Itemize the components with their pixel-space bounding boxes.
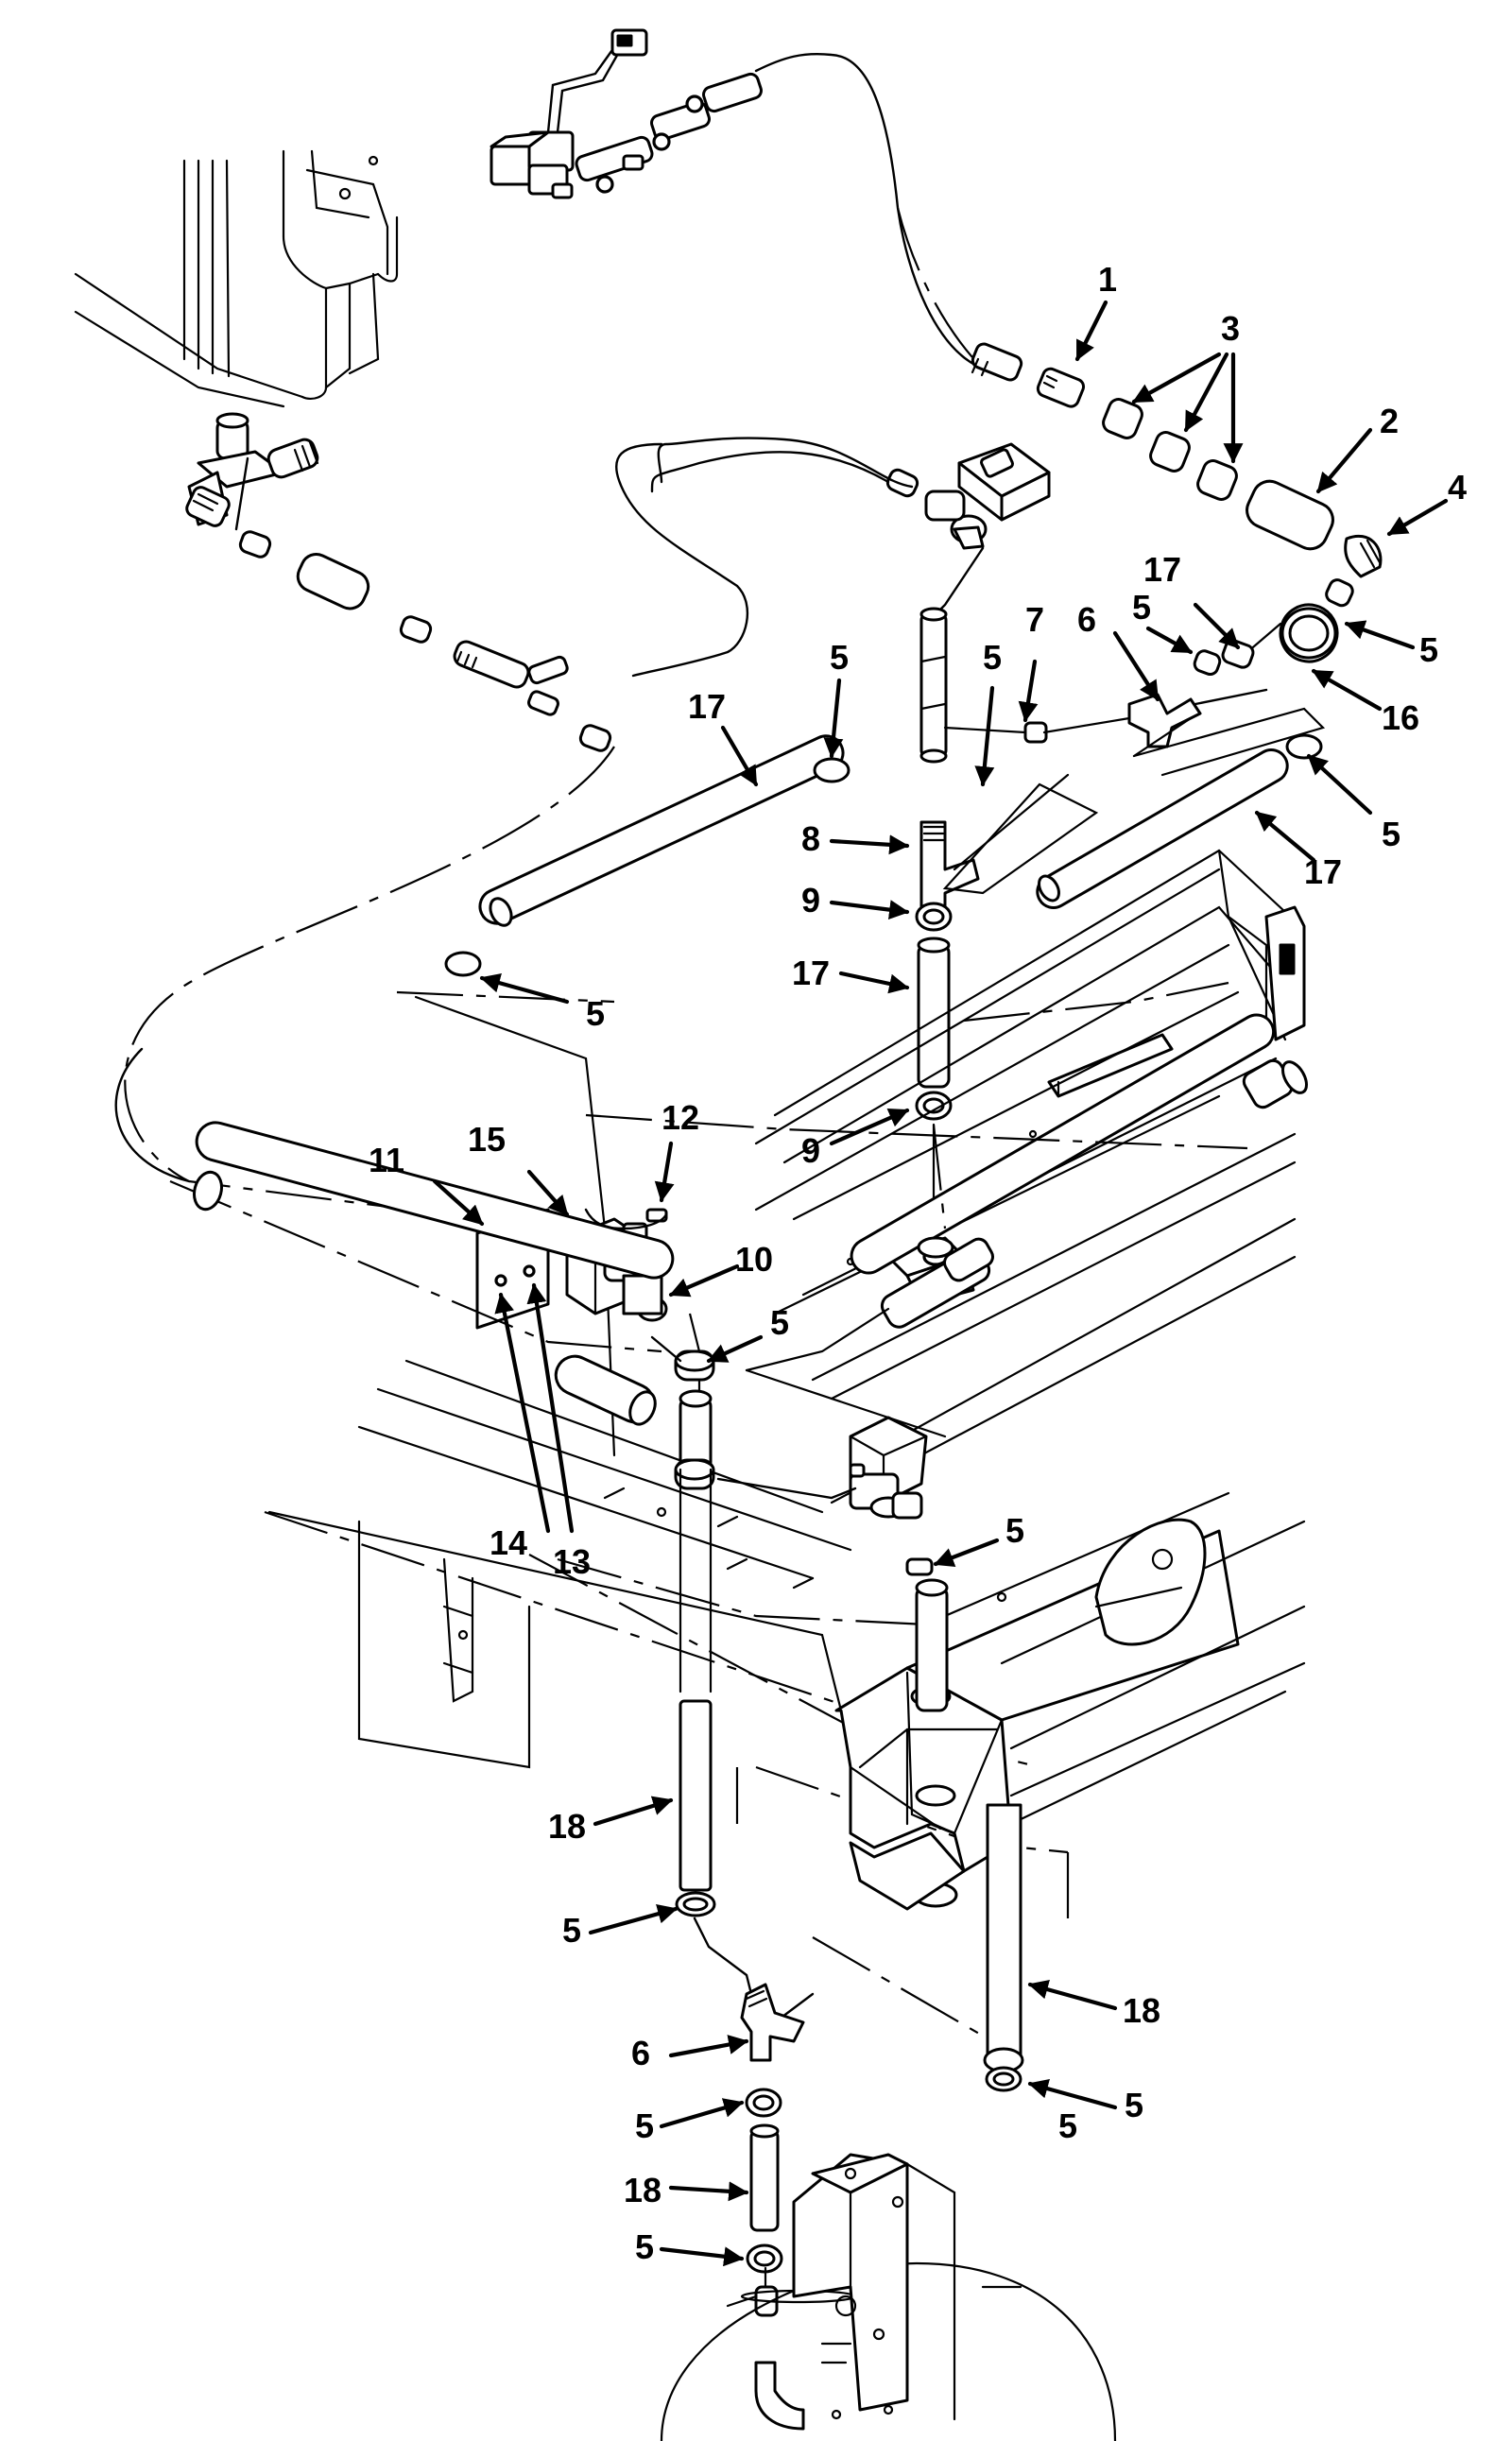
left-drop-tube (675, 1699, 815, 2431)
callout-5-k: 5 (635, 2106, 654, 2145)
central-valve (614, 437, 1051, 764)
callout-14: 14 (490, 1523, 527, 1562)
callout-5-b: 5 (1132, 588, 1151, 627)
inlet-line-parts (971, 342, 1383, 677)
callout-labels: 1 2 3 4 5 5 5 5 5 5 5 5 5 5 5 5 5 6 6 7 … (369, 260, 1467, 2266)
right-drop-tube (983, 1803, 1024, 2092)
hose-left-lower (114, 1047, 675, 1280)
callout-5-c: 5 (983, 638, 1002, 677)
callout-15: 15 (468, 1120, 506, 1159)
upper-housing (74, 149, 399, 408)
callout-5-i: 5 (562, 1911, 581, 1950)
callout-6-a: 6 (1077, 600, 1096, 639)
top-solenoid-assembly (490, 28, 985, 370)
callout-5-f: 5 (586, 994, 605, 1033)
right-cabinet (754, 849, 1306, 1504)
callout-17-b: 17 (688, 687, 726, 726)
callout-18-b: 18 (1123, 1991, 1160, 2030)
callout-5-e: 5 (1382, 815, 1400, 853)
callout-4: 4 (1448, 468, 1467, 507)
callout-8: 8 (801, 819, 820, 858)
lower-housing (267, 1359, 1306, 1911)
lower-solenoid-valve (716, 1416, 949, 1712)
callout-5-j: 5 (1125, 2086, 1143, 2124)
callout-5-m: 5 (1058, 2106, 1077, 2145)
callout-11: 11 (369, 1141, 404, 1179)
callout-5-h: 5 (1005, 1511, 1024, 1550)
upper-wye-fitting (943, 688, 1268, 758)
callout-6-b: 6 (631, 2034, 650, 2072)
callout-3: 3 (1221, 309, 1240, 348)
callout-18-a: 18 (548, 1807, 586, 1846)
callout-18-c: 18 (624, 2171, 662, 2209)
callout-10: 10 (735, 1240, 773, 1279)
hose-upper-left (414, 734, 850, 1457)
left-valve-assembly (185, 412, 612, 752)
callout-5-g: 5 (770, 1303, 789, 1342)
callout-17-c: 17 (1304, 852, 1342, 891)
callout-9-b: 9 (801, 1131, 820, 1170)
callout-17-a: 17 (1143, 550, 1181, 589)
callout-9-a: 9 (801, 881, 820, 920)
callout-17-d: 17 (792, 954, 830, 992)
right-lower-pipe (745, 1013, 1308, 1372)
lower-left-clamps (554, 1335, 715, 1693)
callout-12: 12 (662, 1098, 699, 1137)
bottom-tank (660, 2153, 1117, 2441)
callout-7: 7 (1025, 600, 1044, 639)
callout-2: 2 (1380, 402, 1399, 440)
callout-5-d: 5 (830, 638, 849, 677)
callout-16: 16 (1382, 698, 1419, 737)
callout-13: 13 (553, 1542, 591, 1581)
callout-5-l: 5 (635, 2227, 654, 2266)
callout-5-a: 5 (1419, 630, 1438, 669)
hose-right (942, 707, 1326, 909)
callout-1: 1 (1098, 260, 1117, 299)
leader-arrows (432, 300, 1449, 2267)
